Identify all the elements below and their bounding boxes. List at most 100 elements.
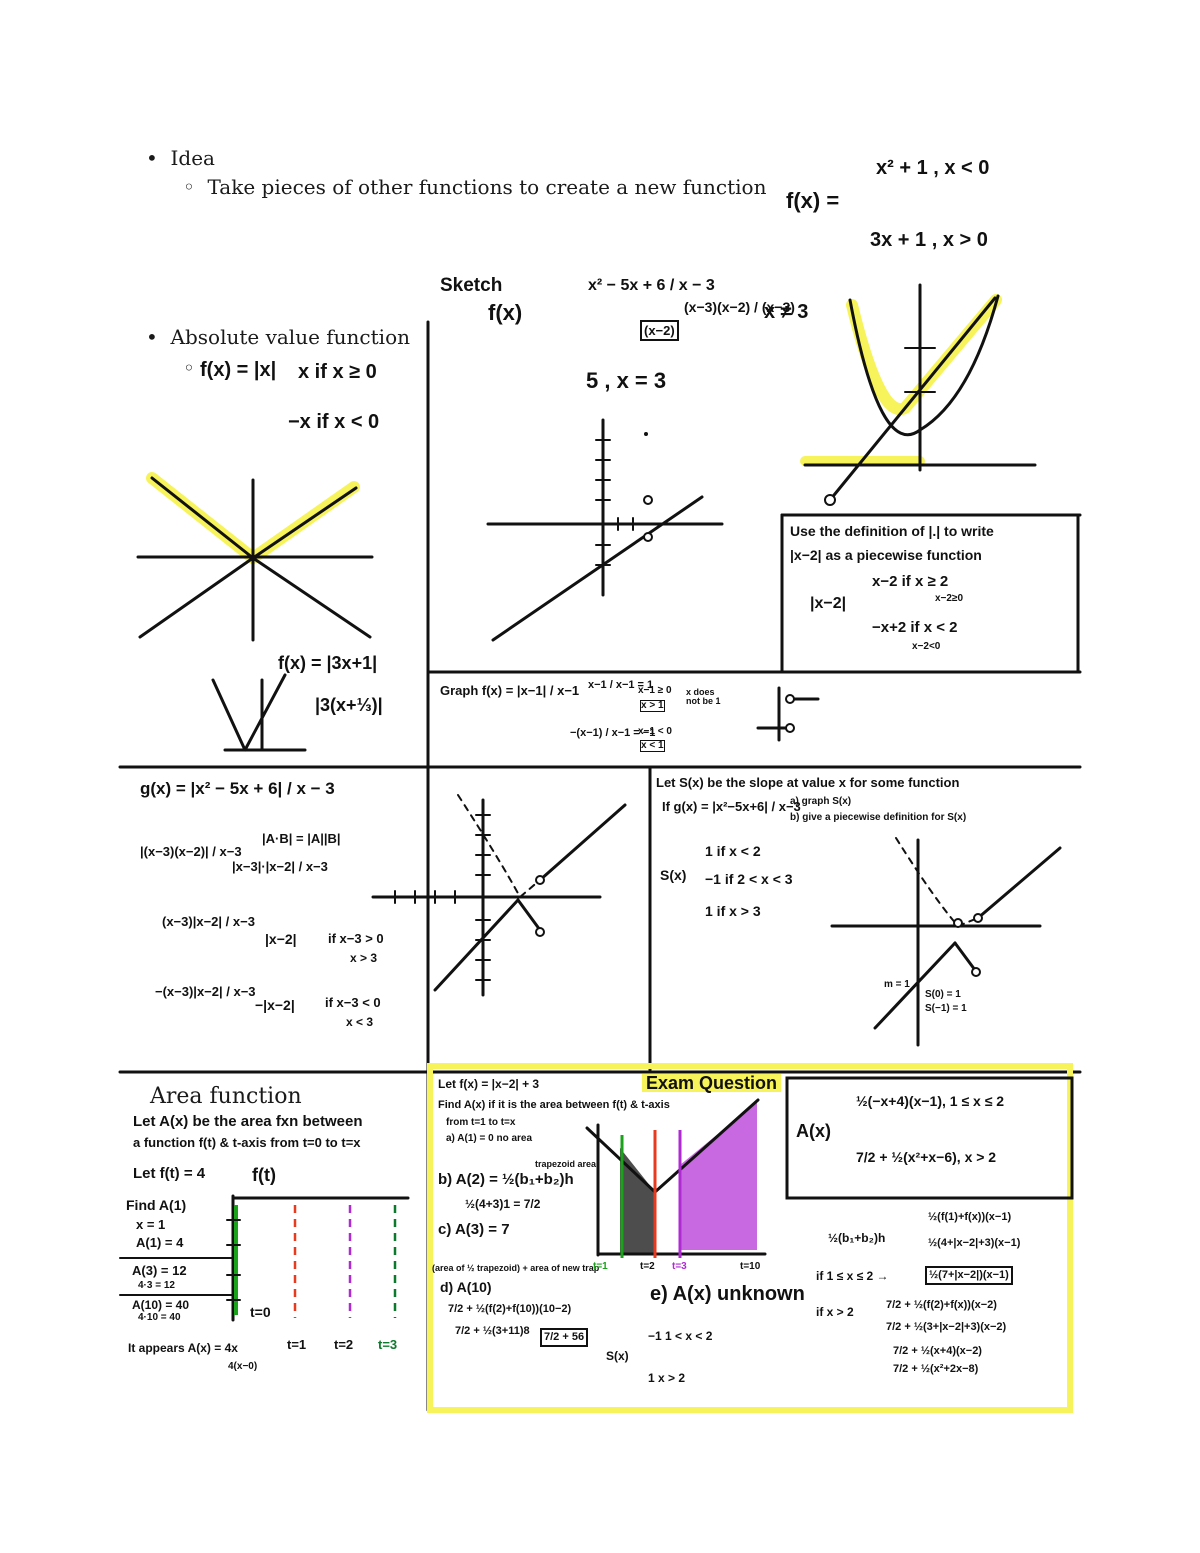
s-1: 1 if x < 2 — [705, 843, 761, 859]
use-def-2: |x−2| as a piecewise function — [790, 547, 982, 563]
area-a3n: 4·3 = 12 — [138, 1280, 175, 1291]
trap-r2: ½(4+|x−2|+3)(x−1) — [928, 1237, 1021, 1249]
sketch-cond: x ≠ 3 — [764, 301, 809, 323]
case1-box: ½(7+|x−2|)(x−1) — [925, 1266, 1013, 1285]
g-def: g(x) = |x² − 5x + 6| / x − 3 — [140, 779, 335, 798]
exam-b2: ½(4+3)1 = 7/2 — [465, 1197, 541, 1211]
area-let: Let f(t) = 4 — [133, 1165, 206, 1182]
ax-bot: 7/2 + ½(x²+x−6), x > 2 — [856, 1149, 997, 1165]
slope-1: Let S(x) be the slope at value x for som… — [656, 775, 960, 790]
s-pts: S(0) = 1 — [925, 989, 961, 1000]
exam-title: Exam Question — [642, 1074, 782, 1092]
s-lhs: S(x) — [660, 867, 687, 883]
g-rule: |A·B| = |A||B| — [262, 831, 341, 846]
ax-lhs: A(x) — [796, 1121, 831, 1141]
exam-4: a) A(1) = 0 no area — [446, 1133, 533, 1144]
area-graph — [119, 1194, 410, 1322]
bullet-idea-sub: ◦ Take pieces of other functions to crea… — [183, 175, 767, 199]
g-step2: |x−3|·|x−2| / x−3 — [232, 859, 328, 874]
case1: if 1 ≤ x ≤ 2 → — [816, 1269, 889, 1283]
pw-f1-top: x² + 1 , x < 0 — [876, 157, 990, 179]
s-2: −1 if 2 < x < 3 — [705, 871, 793, 887]
g-bot: −(x−3)|x−2| / x−3 — [155, 984, 256, 999]
area-appears2: 4(x−0) — [228, 1361, 258, 1372]
slope-a: a) graph S(x) — [790, 796, 852, 807]
trap-formula: ½(b₁+b₂)h — [828, 1231, 886, 1245]
g-step1: |(x−3)(x−2)| / x−3 — [140, 844, 242, 859]
s2-2: 1 x > 2 — [648, 1371, 686, 1385]
divider-lines — [118, 320, 1082, 1412]
area-find: Find A(1) — [126, 1197, 187, 1213]
abs-def: f(x) = |x| — [200, 359, 277, 381]
use-bot-note: x−2<0 — [912, 641, 941, 652]
area-x1: x = 1 — [136, 1217, 166, 1232]
exam-c-note: (area of ½ trapezoid) + area of new trap — [432, 1263, 600, 1273]
abs-ex2: |3(x+⅓)| — [315, 695, 383, 715]
sketch-fact: (x−3)(x−2) / (x−3) — [684, 299, 795, 315]
sketch-graph — [486, 418, 724, 642]
exam-b-note: trapezoid area — [535, 1159, 597, 1169]
g-top-cond2: x > 3 — [350, 951, 378, 965]
sketch-label: Sketch — [440, 275, 503, 296]
abs-small-graph — [211, 673, 307, 752]
area-def2: a function f(t) & t-axis from t=0 to t=x — [133, 1135, 361, 1150]
exam-b: b) A(2) = ½(b₁+b₂)h — [438, 1171, 574, 1188]
exam-3: from t=1 to t=x — [446, 1117, 516, 1128]
exam-d: d) A(10) — [440, 1279, 492, 1295]
exam-d2: 7/2 + ½(f(2)+f(10))(10−2) — [448, 1303, 572, 1315]
case2-a: 7/2 + ½(f(2)+f(x))(x−2) — [886, 1299, 997, 1311]
t3-label: t=3 — [378, 1337, 398, 1352]
exam-e: e) A(x) unknown — [650, 1283, 805, 1305]
use-top-note: x−2≥0 — [935, 593, 964, 604]
piecewise-graph-1 — [800, 283, 1037, 506]
g-top: (x−3)|x−2| / x−3 — [162, 914, 255, 929]
abs-heading: Absolute value function — [170, 325, 410, 349]
abs-bot: −x if x < 0 — [288, 411, 380, 433]
s2-lhs: S(x) — [606, 1349, 629, 1363]
area-ft: f(t) — [252, 1165, 276, 1185]
pw-f1-lhs: f(x) = — [786, 188, 840, 213]
case2-c: 7/2 + ½(x+4)(x−2) — [893, 1345, 982, 1357]
area-a10: A(10) = 40 — [132, 1298, 190, 1312]
exam-t2: t=2 — [640, 1261, 655, 1272]
graph-top-cond: x−1 ≥ 0 — [638, 685, 672, 696]
bullet-abs: • Absolute value function — [146, 325, 410, 349]
graph-note: x does not be 1 — [686, 687, 721, 706]
idea-heading: Idea — [170, 146, 215, 170]
sketch-top: x² − 5x + 6 / x − 3 — [588, 277, 715, 294]
bullet-idea: • Idea — [146, 146, 215, 170]
trap-r1: ½(f(1)+f(x))(x−1) — [928, 1211, 1012, 1223]
use-lhs: |x−2| — [810, 595, 847, 612]
exam-t1: t=1 — [593, 1261, 608, 1272]
sketch-bot: 5 , x = 3 — [586, 368, 667, 393]
slope-graph — [830, 837, 1062, 1047]
g-graph — [371, 794, 627, 997]
exam-2: Find A(x) if it is the area between f(t)… — [438, 1099, 670, 1111]
exam-d-box: 7/2 + 56 — [540, 1328, 589, 1347]
area-a3: A(3) = 12 — [132, 1263, 187, 1278]
use-bot: −x+2 if x < 2 — [872, 619, 958, 636]
t1-label: t=1 — [287, 1337, 307, 1352]
bullet-abs-sub: ◦ — [183, 356, 195, 380]
s-pts2: S(−1) = 1 — [925, 1003, 967, 1014]
case2: if x > 2 — [816, 1305, 854, 1319]
idea-subtext: Take pieces of other functions to create… — [207, 175, 767, 199]
exam-t10: t=10 — [740, 1261, 761, 1272]
slope-2: If g(x) = |x²−5x+6| / x−3 — [662, 799, 801, 814]
s2-1: −1 1 < x < 2 — [648, 1329, 713, 1343]
use-top: x−2 if x ≥ 2 — [872, 573, 949, 590]
ax-top: ½(−x+4)(x−1), 1 ≤ x ≤ 2 — [856, 1093, 1005, 1109]
graph-bot-cond: x−1 < 0 — [638, 726, 672, 737]
s-m: m = 1 — [884, 979, 910, 990]
case2-b: 7/2 + ½(3+|x−2|+3)(x−2) — [886, 1321, 1007, 1333]
exam-c: c) A(3) = 7 — [438, 1221, 510, 1238]
g-top-simpl: |x−2| — [265, 931, 297, 947]
area-def1: Let A(x) be the area fxn between — [133, 1113, 363, 1130]
t2-label: t=2 — [334, 1337, 354, 1352]
slope-b: b) give a piecewise definition for S(x) — [790, 812, 967, 823]
area-a1: A(1) = 4 — [136, 1235, 184, 1250]
exam-highlight-box — [427, 1063, 1073, 1413]
area-appears: It appears A(x) = 4x — [128, 1341, 238, 1355]
